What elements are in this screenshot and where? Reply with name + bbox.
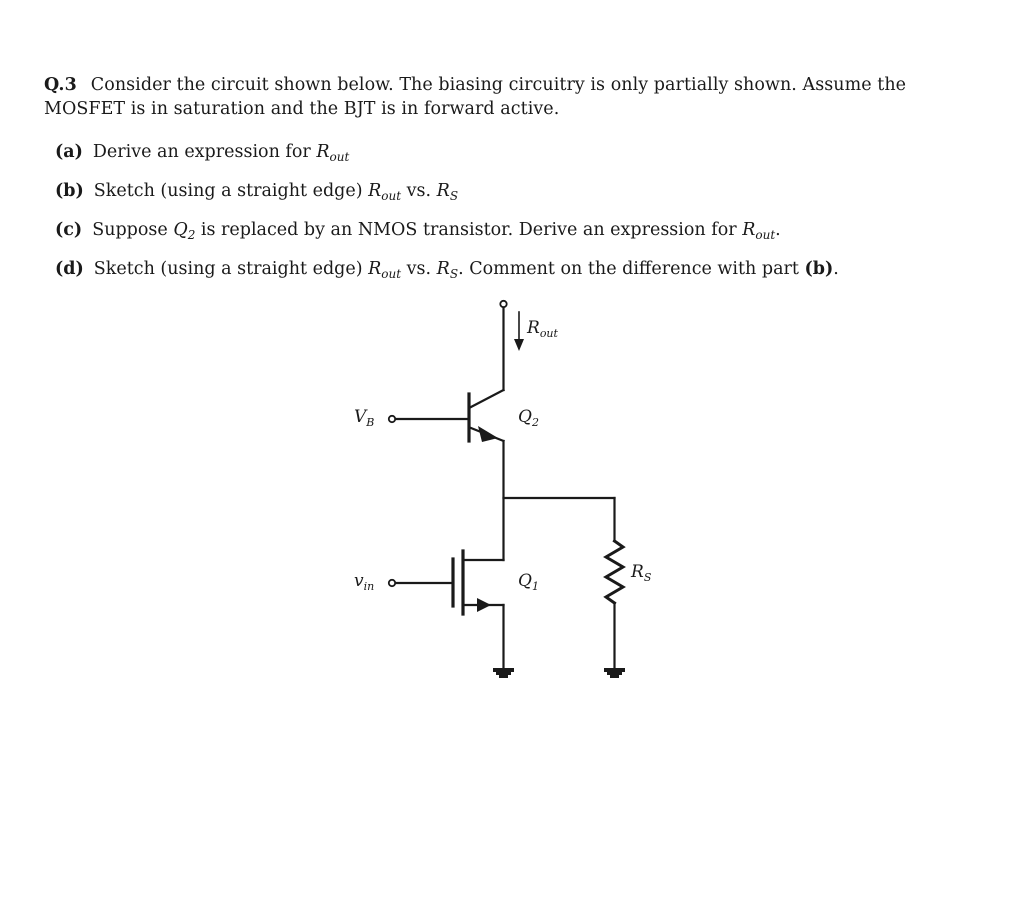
resistor-rs-icon [603,538,626,606]
part-label: (a) [55,142,83,162]
question-number: Q.3 [44,75,77,95]
part-text: vs. [401,181,437,201]
q2-label: Q2 [518,407,539,429]
rout-arrow-icon [514,339,524,351]
rs-label: RS [631,562,652,584]
part-text: Derive an expression for [92,142,317,162]
part-text: Sketch (using a straight edge) [93,181,369,201]
vb-terminal-icon [387,414,397,424]
part-reference: (b) [804,259,834,279]
part-text: . [833,259,839,279]
vin-label: vin [354,571,375,593]
q2-collector [469,388,505,409]
ground-icon [604,668,625,678]
q1-label: Q1 [518,571,539,593]
part-c: (c) Suppose Q2 is replaced by an NMOS tra… [55,218,955,257]
part-text: vs. [401,259,437,279]
part-label: (d) [55,259,84,279]
part-a: (a) Derive an expression for Rout [55,140,955,179]
math-var: RS [436,259,459,281]
output-terminal-icon [499,299,508,309]
rout-label: Rout [527,318,558,340]
math-var: Rout [316,142,350,164]
part-d: (d) Sketch (using a straight edge) Rout v… [55,257,955,296]
part-text: Suppose [92,220,174,240]
part-text: Sketch (using a straight edge) [93,259,369,279]
q2-emitter-arrow-icon [478,426,498,442]
vin-terminal-icon [387,578,397,588]
q1-source-arrow-icon [477,598,491,612]
part-label: (b) [55,181,84,201]
math-var: Q2 [173,220,196,242]
math-var: Rout [742,220,776,242]
math-var: RS [436,181,459,203]
part-text: is replaced by an NMOS transistor. Deriv… [195,220,743,240]
vb-label: VB [354,407,375,429]
ground-icon [493,668,514,678]
part-b: (b) Sketch (using a straight edge) Rout v… [55,179,955,218]
part-text: . Comment on the difference with part [458,259,805,279]
part-label: (c) [55,220,83,240]
question-intro-text: Consider the circuit shown below. The bi… [44,75,907,119]
math-var: Rout [368,181,402,203]
math-var: Rout [368,259,402,281]
question-parts: (a) Derive an expression for Rout (b) Sket… [55,140,955,296]
part-text: . [775,220,781,240]
